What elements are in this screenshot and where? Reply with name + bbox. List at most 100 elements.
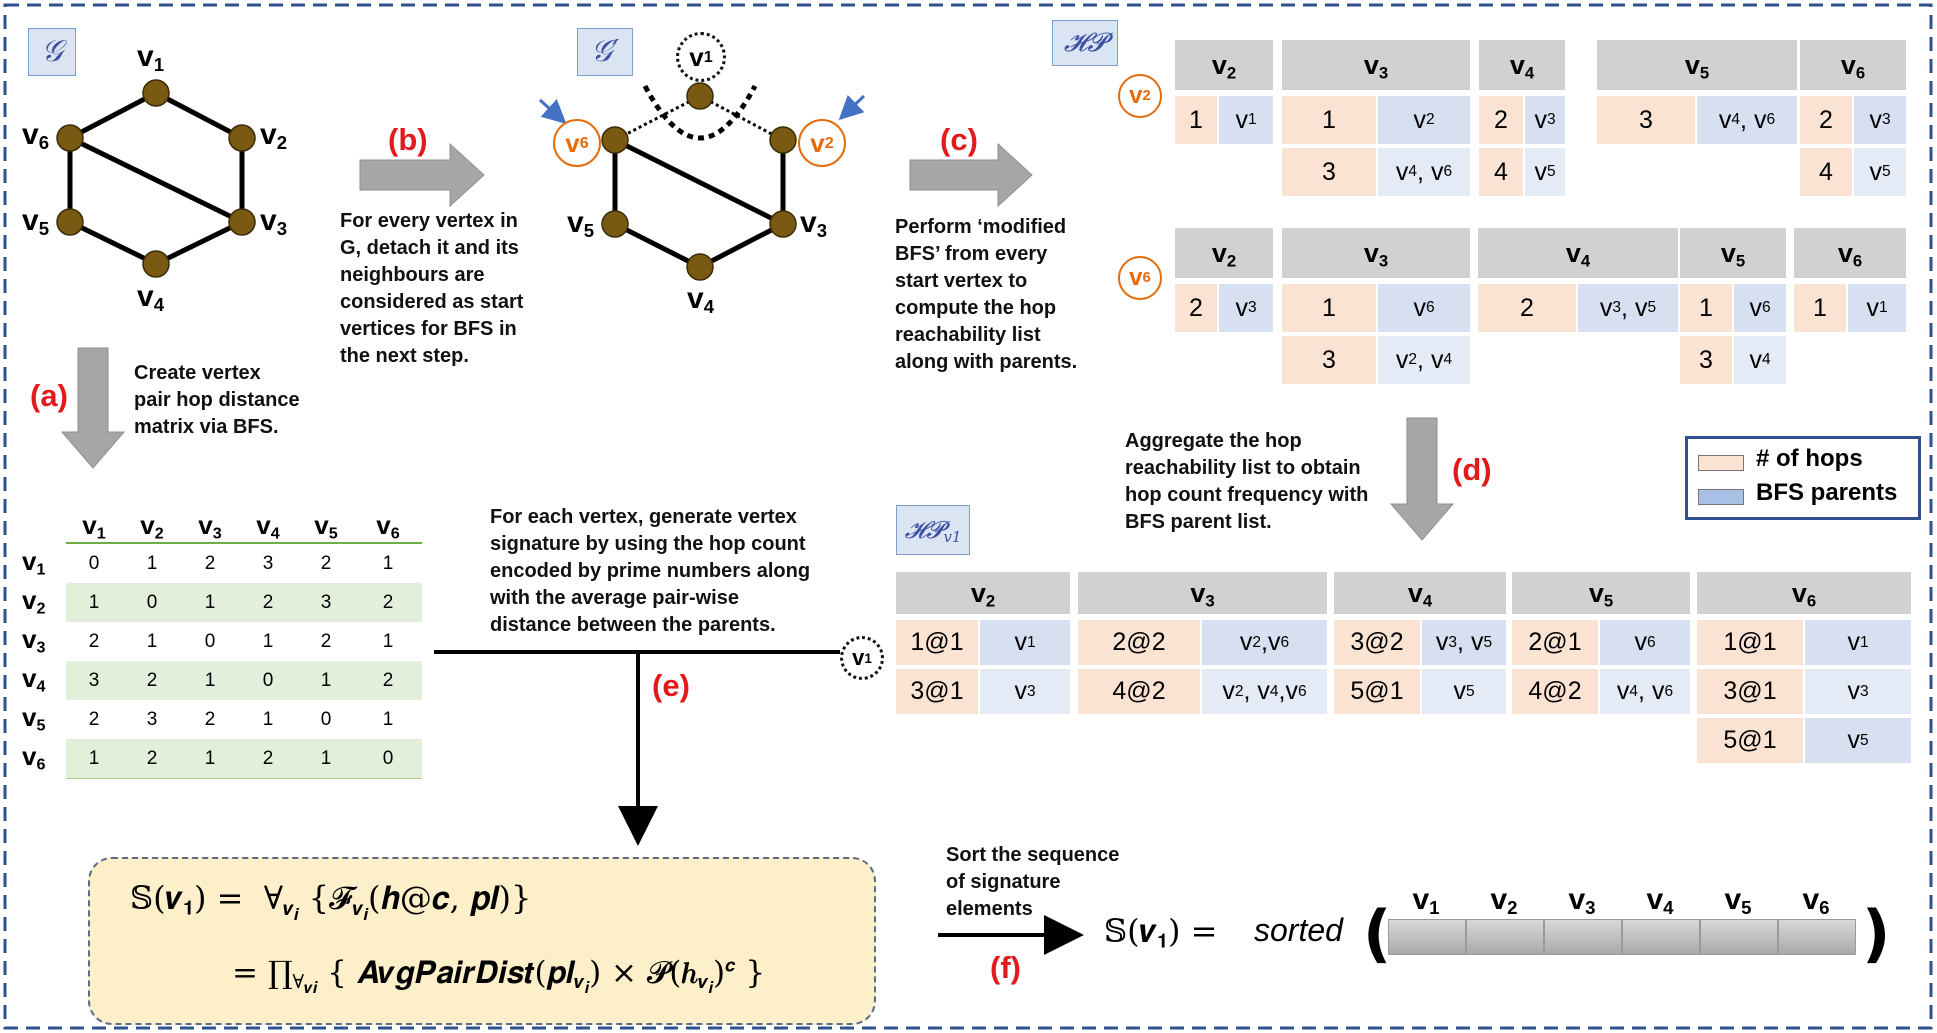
matrix-cell: 0 xyxy=(88,553,100,574)
matrix-cell: 1 xyxy=(146,631,158,652)
g-node-v3 xyxy=(228,208,256,236)
formula-line-2: = ∏∀𝒗𝒊 { 𝑨𝒗𝒈𝑷𝒂𝒊𝒓𝑫𝒊𝒔𝒕(𝒑𝒍𝒗𝒊) × 𝓟(𝒉𝒗𝒊)𝒄 } xyxy=(232,955,766,998)
hp-hop-cell: 4@2 xyxy=(1512,669,1598,714)
arrow-a xyxy=(60,347,126,469)
matrix-cell: 1 xyxy=(204,670,216,691)
hp-hop-cell: 2 xyxy=(1175,284,1217,332)
gp-node-v1 xyxy=(686,82,714,110)
matrix-col-v1: v1 xyxy=(82,510,106,543)
close-paren: ) xyxy=(1862,897,1890,970)
g-label-v2: v2 xyxy=(260,118,288,154)
sorted-lhs: 𝕊(𝒗𝟏) = xyxy=(1104,912,1218,953)
sorted-item-label: v1 xyxy=(1412,883,1440,919)
pointer-arrow-v2 xyxy=(838,94,866,121)
graph-gp-label: 𝒢′ xyxy=(577,28,633,76)
hp-column-header: v3 xyxy=(1282,40,1470,90)
cut-curve xyxy=(642,84,758,141)
hp-hop-cell: 1@1 xyxy=(896,620,978,665)
hp-hop-cell: 3 xyxy=(1282,336,1376,384)
gp-node-v3 xyxy=(769,210,797,238)
matrix-row-label-v1: v1 xyxy=(22,546,46,579)
graph-g-nodes xyxy=(56,79,256,278)
hp-column-header: v3 xyxy=(1078,572,1327,614)
matrix-col-v3: v3 xyxy=(198,510,222,543)
matrix-col-v5: v5 xyxy=(314,510,338,543)
matrix-cell: 0 xyxy=(262,670,274,691)
matrix-cell: 1 xyxy=(88,592,100,613)
step-d-tag: (d) xyxy=(1452,452,1492,487)
sorted-item-slot xyxy=(1700,919,1778,955)
step-c-tag: (c) xyxy=(940,122,978,157)
hp-column-header: v2 xyxy=(1175,40,1273,90)
matrix-row-label-v4: v4 xyxy=(22,663,46,696)
hp-column-header: v5 xyxy=(1512,572,1690,614)
matrix-cell: 0 xyxy=(204,631,216,652)
sorted-item-label: v6 xyxy=(1802,883,1830,919)
open-paren: ( xyxy=(1363,897,1391,970)
pointer-arrow-v6 xyxy=(538,98,567,125)
hp-hop-cell: 1 xyxy=(1794,284,1846,332)
hp-column-header: v2 xyxy=(1175,228,1273,278)
sorted-word: sorted xyxy=(1254,912,1343,948)
matrix-cell: 0 xyxy=(320,709,332,730)
hp-hop-cell: 1 xyxy=(1282,96,1376,144)
graph-g-label: 𝒢 xyxy=(28,28,76,76)
hp-hop-cell: 4@2 xyxy=(1078,669,1200,714)
matrix-row-label-v6: v6 xyxy=(22,741,46,774)
hp-hop-cell: 3@2 xyxy=(1334,620,1420,665)
legend-swatch-hops xyxy=(1698,455,1744,471)
formula-line-1: 𝕊(𝒗𝟏) = ∀𝒗𝒊 {𝓕𝒗𝒊(𝒉@𝒄, 𝒑𝒍)} xyxy=(130,879,532,924)
arrow-c xyxy=(909,142,1033,208)
matrix-cell: 2 xyxy=(146,748,158,769)
matrix-cell: 1 xyxy=(146,553,158,574)
sorted-item-label: v3 xyxy=(1568,883,1596,919)
hp-label: 𝓗𝓟 xyxy=(1052,20,1118,66)
matrix-cell: 1 xyxy=(382,631,394,652)
arrow-d xyxy=(1389,417,1455,541)
hp-hop-cell: 1@1 xyxy=(1697,620,1803,665)
matrix-cell: 1 xyxy=(204,748,216,769)
hp-column-header: v4 xyxy=(1334,572,1506,614)
matrix-row-label-v3: v3 xyxy=(22,624,46,657)
matrix-cell: 3 xyxy=(146,709,158,730)
matrix-cell: 1 xyxy=(382,553,394,574)
matrix-cell: 2 xyxy=(204,709,216,730)
graph-gp-nodes xyxy=(601,82,797,281)
matrix-header-rule xyxy=(66,542,422,544)
hp-column-header: v5 xyxy=(1597,40,1797,90)
matrix-cell: 1 xyxy=(262,631,274,652)
sorted-item-label: v4 xyxy=(1646,883,1674,919)
matrix-cell: 2 xyxy=(382,670,394,691)
matrix-col-v6: v6 xyxy=(376,510,400,543)
hp-column-header: v6 xyxy=(1697,572,1911,614)
sorted-item-slot xyxy=(1622,919,1700,955)
gp-node-v4 xyxy=(686,253,714,281)
matrix-col-v2: v2 xyxy=(140,510,164,543)
